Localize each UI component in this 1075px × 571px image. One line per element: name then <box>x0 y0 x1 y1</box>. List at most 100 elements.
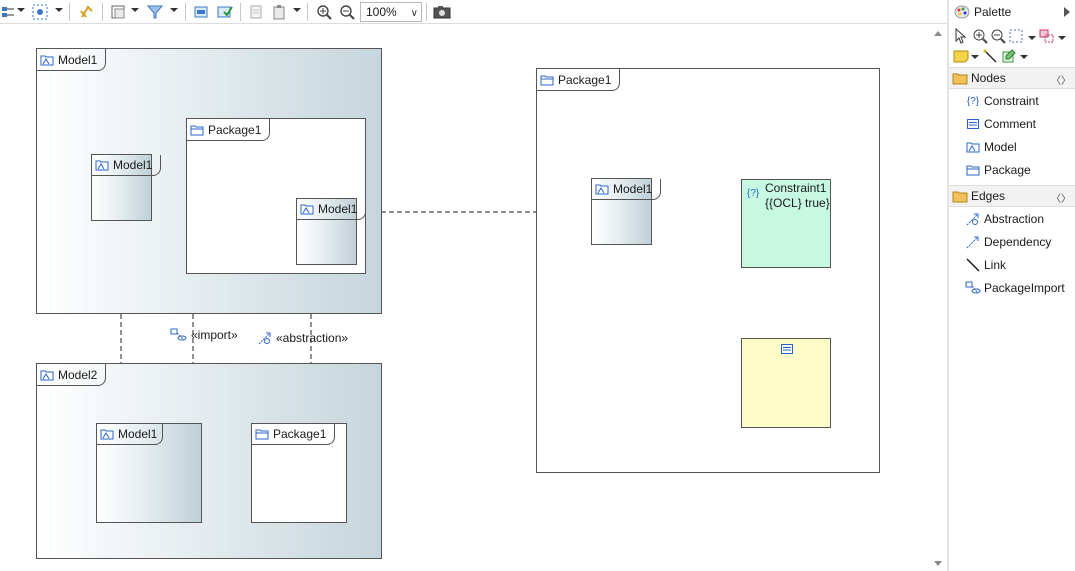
note-tool-icon[interactable] <box>953 49 969 63</box>
dependency-icon <box>965 235 981 249</box>
import-label-text: «import» <box>191 328 238 342</box>
palette-item-abstraction[interactable]: Abstraction <box>965 208 1044 230</box>
select-dropdown-icon[interactable] <box>55 8 63 12</box>
drawer-collapse-icon[interactable]: 〈〉 <box>1051 194 1071 205</box>
constraint-specification: {{OCL} true} <box>765 196 830 210</box>
select-tool-icon[interactable] <box>955 28 967 44</box>
abstraction-label[interactable]: «abstraction» <box>257 330 348 346</box>
camera-icon[interactable] <box>433 3 451 21</box>
comment-node[interactable] <box>741 338 831 428</box>
palette-item-dependency[interactable]: Dependency <box>965 231 1051 253</box>
paste-dropdown-icon[interactable] <box>293 8 301 12</box>
model2-inner-package-header: Package1 <box>252 424 336 445</box>
toolbar-separator <box>307 3 308 21</box>
package1-frame-title: Package1 <box>558 72 612 87</box>
model-icon <box>595 184 609 195</box>
package-icon <box>190 125 204 135</box>
zoom-in-tool-icon[interactable] <box>972 28 988 44</box>
package1-inner-model[interactable]: Model1 <box>591 178 662 245</box>
toolbar-separator <box>69 3 70 21</box>
scroll-up-icon[interactable] <box>934 31 942 36</box>
image-tool-icon[interactable] <box>1001 48 1017 64</box>
scroll-down-icon[interactable] <box>934 561 942 566</box>
toolbar-separator <box>426 3 427 21</box>
paste-format-icon[interactable] <box>271 3 287 21</box>
arrange-all-icon[interactable] <box>2 3 16 21</box>
model1-frame-header: Model1 <box>37 49 107 71</box>
model2-inner-model-header: Model1 <box>97 424 163 445</box>
palette-item-model[interactable]: Model <box>965 136 1017 158</box>
palette-item-package-import[interactable]: PackageImport <box>965 277 1065 299</box>
folder-icon <box>952 73 968 84</box>
toolbar-separator <box>102 3 103 21</box>
model2-inner-model[interactable]: Model1 <box>96 423 202 523</box>
filter-icon[interactable] <box>146 3 164 21</box>
toolbar-separator <box>240 3 241 21</box>
marquee-dropdown-icon[interactable] <box>1028 36 1036 40</box>
zoom-combo[interactable]: 100% ∨ <box>360 2 422 22</box>
validate-icon[interactable] <box>193 3 209 21</box>
layer-icon[interactable] <box>110 3 126 21</box>
copy-format-icon[interactable] <box>248 3 264 21</box>
zoom-out-tool-icon[interactable] <box>990 28 1006 44</box>
palette-item-package[interactable]: Package <box>965 159 1031 181</box>
note-dropdown-icon[interactable] <box>971 55 979 59</box>
palette-item-label: Package <box>984 163 1031 177</box>
palette-header: Palette <box>949 0 1075 24</box>
model1-frame-title: Model1 <box>58 52 98 67</box>
palette-item-comment[interactable]: Comment <box>965 113 1036 135</box>
palette-collapse-icon[interactable] <box>1064 7 1070 17</box>
constraint-name: Constraint1 <box>765 181 827 195</box>
edges-drawer[interactable]: Edges 〈〉 <box>949 185 1075 207</box>
connection-dropdown-icon[interactable] <box>1058 36 1066 40</box>
image-dropdown-icon[interactable] <box>1020 55 1028 59</box>
palette-divider[interactable] <box>947 0 949 571</box>
chevron-down-icon[interactable]: ∨ <box>410 8 418 19</box>
vertical-scrollbar[interactable] <box>930 25 947 571</box>
abstraction-icon <box>965 212 981 226</box>
model1-inner-model[interactable]: Model1 <box>91 154 162 221</box>
validate-check-icon[interactable] <box>216 3 234 21</box>
model2-inner-package-title: Package1 <box>273 427 327 441</box>
inner-model-header: Model1 <box>92 155 162 176</box>
comment-icon <box>965 117 981 131</box>
connection-marquee-icon[interactable] <box>1038 28 1054 44</box>
package-icon <box>255 429 269 440</box>
package1-inner-model-title: Model1 <box>613 182 653 196</box>
marquee-tool-icon[interactable] <box>1008 28 1024 44</box>
palette-item-label: Comment <box>984 117 1037 131</box>
link-tool-icon[interactable] <box>982 48 998 64</box>
palette-item-constraint[interactable]: {?} Constraint <box>965 90 1039 112</box>
zoom-out-icon[interactable] <box>338 3 356 21</box>
package-import-icon <box>965 281 981 295</box>
package-inner-model-title: Model1 <box>318 202 358 216</box>
palette-item-link[interactable]: Link <box>965 254 1006 276</box>
folder-icon <box>952 191 968 202</box>
palette-item-label: Link <box>984 258 1007 272</box>
diagram-canvas[interactable]: Model1 Model1 Package1 Model1 «import» «… <box>0 25 930 571</box>
filter-dropdown-icon[interactable] <box>170 8 178 12</box>
import-label[interactable]: «import» <box>170 327 238 343</box>
diagram-toolbar: 100% ∨ <box>0 0 947 24</box>
palette-item-label: Dependency <box>984 235 1052 249</box>
zoom-in-icon[interactable] <box>315 3 333 21</box>
palette-tools <box>949 24 1075 66</box>
arrange-dropdown-icon[interactable] <box>17 8 25 12</box>
inner-package-header: Package1 <box>187 119 271 141</box>
model2-inner-package[interactable]: Package1 <box>251 423 347 523</box>
package1-frame-header: Package1 <box>537 69 621 91</box>
refresh-layout-icon[interactable] <box>78 3 96 21</box>
palette-title: Palette <box>974 5 1012 19</box>
model-icon <box>40 55 54 65</box>
comment-icon <box>781 344 793 354</box>
drawer-collapse-icon[interactable]: 〈〉 <box>1051 76 1071 87</box>
layer-dropdown-icon[interactable] <box>131 8 139 12</box>
nodes-drawer[interactable]: Nodes 〈〉 <box>949 67 1075 89</box>
package-icon <box>540 75 554 85</box>
palette: Palette Nodes <box>949 0 1075 571</box>
package-inner-model[interactable]: Model1 <box>296 198 367 265</box>
palette-item-label: Abstraction <box>984 212 1045 226</box>
package-icon <box>965 163 981 177</box>
select-all-icon[interactable] <box>31 3 49 21</box>
constraint-node[interactable]: {?} Constraint1 {{OCL} true} <box>741 179 831 268</box>
